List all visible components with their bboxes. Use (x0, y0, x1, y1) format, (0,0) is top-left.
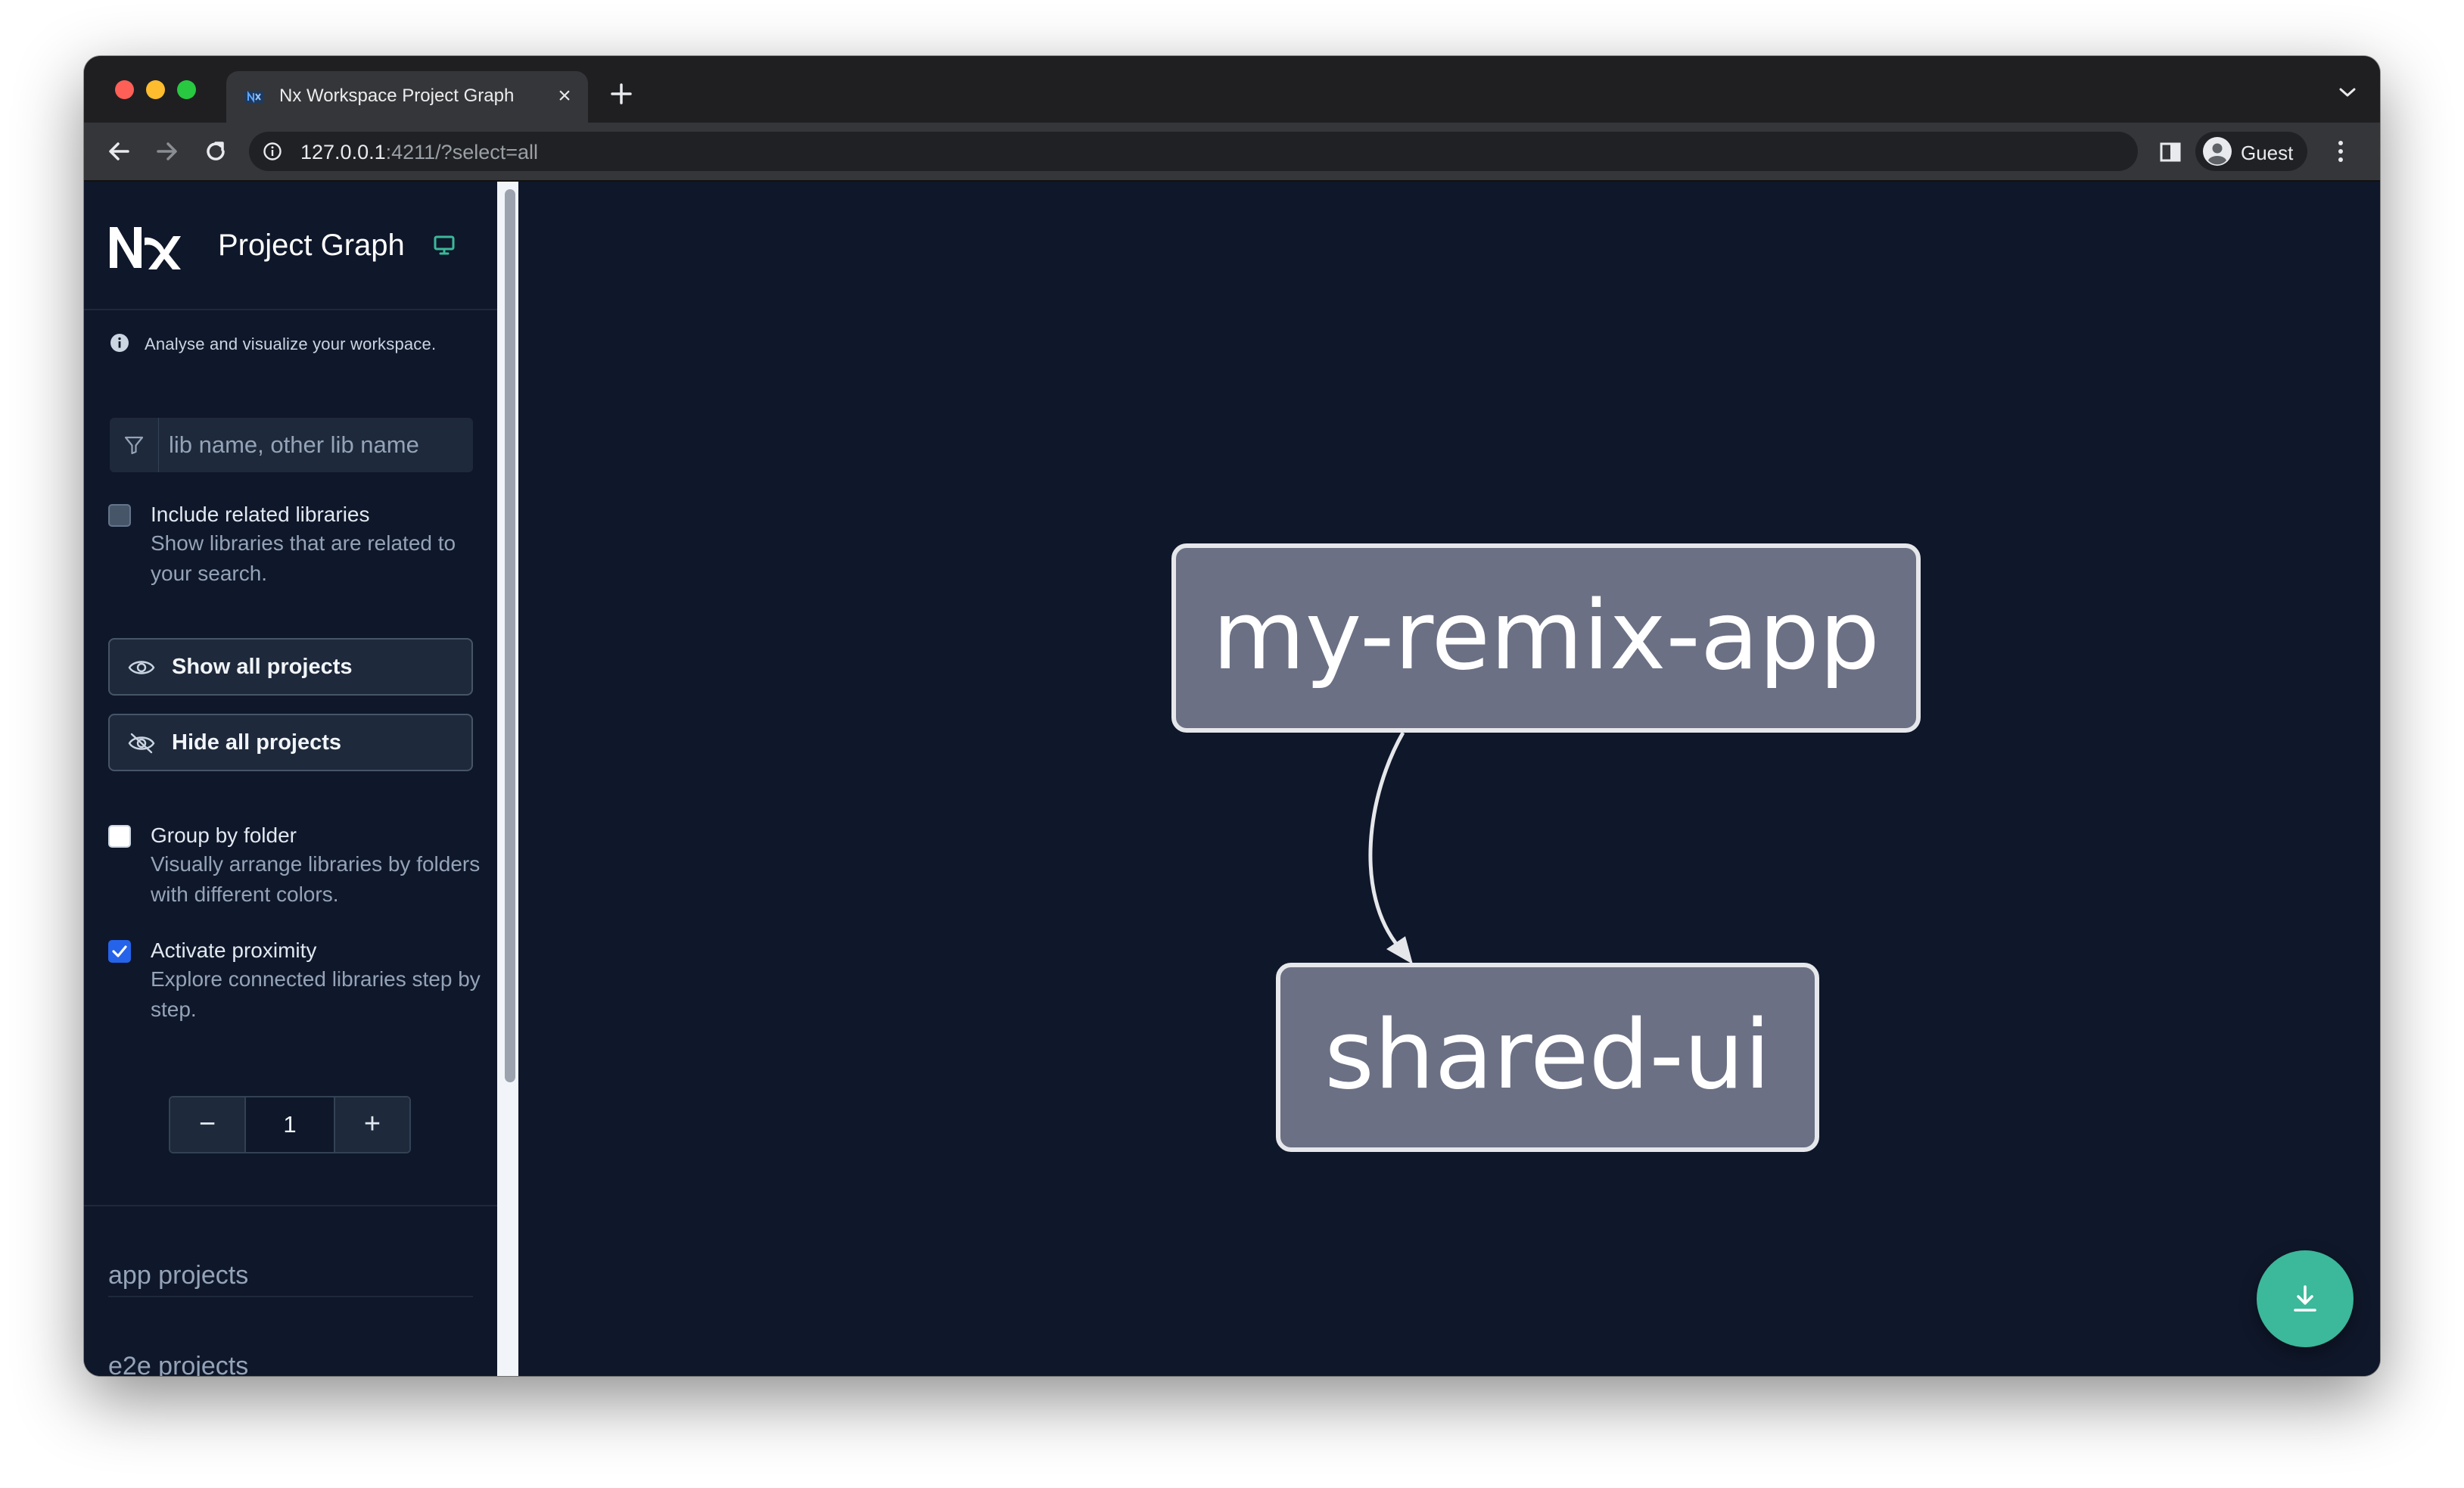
maximize-window-button[interactable] (177, 80, 196, 99)
app-title: Project Graph (218, 229, 405, 262)
site-info-icon[interactable] (263, 142, 282, 161)
funnel-filter-icon (124, 436, 144, 455)
activate-proximity-label: Activate proximity (151, 939, 317, 962)
tab-close-icon[interactable]: × (558, 83, 571, 108)
monitor-icon[interactable] (432, 233, 456, 257)
sections-divider (84, 1205, 497, 1206)
eye-icon (128, 661, 155, 674)
project-filter-input[interactable] (160, 418, 485, 472)
side-panel-icon[interactable] (2158, 139, 2183, 165)
filter-icon-cell (110, 418, 159, 472)
tab-title: Nx Workspace Project Graph (279, 86, 515, 106)
address-bar[interactable]: 127.0.0.1:4211/?select=all (249, 132, 2138, 171)
hide-all-projects-button[interactable]: Hide all projects (108, 714, 473, 771)
sidebar-scrollbar-thumb[interactable] (505, 189, 515, 1082)
url-path: :4211/?select=all (385, 141, 539, 163)
back-arrow-icon[interactable] (101, 133, 137, 170)
sidebar: Project Graph Analyse and visualize your… (84, 182, 498, 1376)
browser-tab-active[interactable]: Nx Workspace Project Graph × (226, 71, 588, 123)
proximity-value[interactable]: 1 (283, 1111, 297, 1138)
proximity-increment-button[interactable]: + (334, 1097, 409, 1152)
graph-edges (1368, 731, 1413, 964)
proximity-stepper: − 1 + (169, 1096, 411, 1153)
page-content: Project Graph Analyse and visualize your… (84, 182, 2380, 1376)
activate-proximity-checkbox[interactable] (108, 940, 131, 963)
edge-arrowhead-icon (1386, 936, 1413, 964)
hide-all-projects-label: Hide all projects (172, 730, 342, 755)
include-related-checkbox[interactable] (108, 504, 131, 527)
eye-off-icon (128, 733, 155, 754)
close-window-button[interactable] (115, 80, 134, 99)
dependency-edge (1368, 731, 1405, 949)
activate-proximity-description: Explore connected libraries step by step… (151, 967, 481, 1021)
include-related-label: Include related libraries (151, 503, 370, 526)
info-circle-icon (110, 334, 129, 352)
url-text: 127.0.0.1:4211/?select=all (300, 141, 538, 164)
section-app-projects: app projects (108, 1261, 249, 1290)
forward-arrow-icon[interactable] (149, 133, 185, 170)
minus-icon: − (198, 1108, 216, 1140)
group-by-folder-label: Group by folder (151, 823, 297, 847)
download-graph-button[interactable] (2257, 1250, 2354, 1347)
browser-window: Nx Workspace Project Graph × 127. (84, 56, 2380, 1376)
nx-logo-icon (110, 227, 181, 269)
show-all-projects-label: Show all projects (172, 655, 353, 679)
plus-icon: + (363, 1108, 381, 1140)
graph-node-shared-ui[interactable]: shared-ui (1276, 963, 1819, 1152)
download-icon (2294, 1285, 2316, 1312)
show-all-projects-button[interactable]: Show all projects (108, 638, 473, 696)
profile-button[interactable]: Guest (2195, 132, 2307, 171)
tab-strip: Nx Workspace Project Graph × (84, 56, 2380, 123)
workspace-tagline: Analyse and visualize your workspace. (145, 335, 437, 353)
new-tab-plus-icon[interactable] (606, 79, 636, 109)
project-graph-canvas[interactable]: my-remix-app shared-ui (521, 182, 2380, 1376)
checkmark-icon (112, 945, 127, 957)
include-related-description: Show libraries that are related to your … (151, 531, 456, 585)
profile-avatar-icon (2203, 137, 2232, 166)
tab-search-chevron-down-icon[interactable] (2336, 83, 2359, 101)
section-e2e-projects: e2e projects (108, 1352, 249, 1376)
group-by-folder-checkbox[interactable] (108, 825, 131, 848)
profile-name: Guest (2241, 142, 2294, 164)
section-rule (108, 1296, 473, 1297)
graph-node-my-remix-app[interactable]: my-remix-app (1171, 543, 1921, 733)
nx-favicon-icon (244, 90, 264, 104)
project-filter (110, 418, 485, 472)
kebab-menu-icon[interactable] (2333, 136, 2348, 167)
header-divider (84, 309, 497, 310)
group-by-folder-description: Visually arrange libraries by folders wi… (151, 852, 481, 906)
minimize-window-button[interactable] (146, 80, 165, 99)
url-host: 127.0.0.1 (300, 141, 386, 163)
reload-icon[interactable] (198, 133, 234, 170)
browser-toolbar: 127.0.0.1:4211/?select=all Guest (84, 123, 2380, 182)
proximity-decrement-button[interactable]: − (170, 1097, 246, 1152)
